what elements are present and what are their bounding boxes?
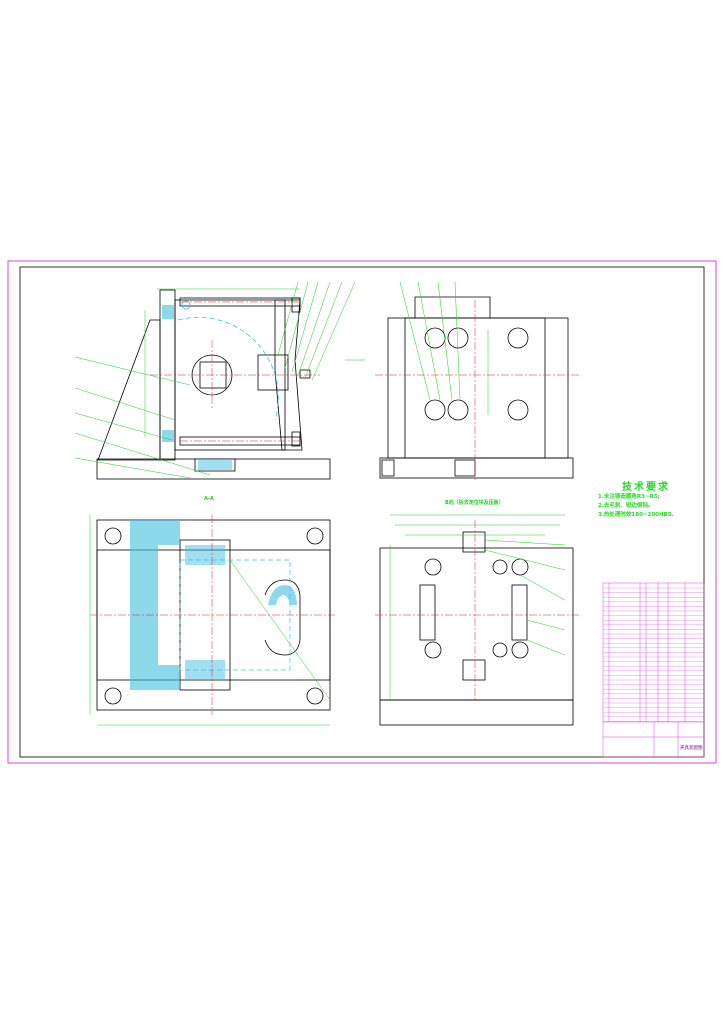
tech-requirement-3: 3.热处理时效180~200HBS. bbox=[598, 512, 674, 518]
side-view bbox=[379, 296, 574, 479]
title-block-title: 夹具装配图 bbox=[680, 744, 703, 751]
tech-requirements: 技术要求 1.未注铸造圆角R3~R5; 2.去毛刺、锐边倒钝。 3.热处理时效1… bbox=[598, 478, 674, 520]
view-b-label: B向（拆去定位块及压板） bbox=[445, 500, 504, 506]
tech-requirements-title: 技术要求 bbox=[622, 482, 670, 493]
sheet-border bbox=[7, 260, 717, 764]
tech-requirement-2: 2.去毛刺、锐边倒钝。 bbox=[598, 503, 654, 509]
tech-requirement-1: 1.未注铸造圆角R3~R5; bbox=[598, 494, 660, 500]
view-b bbox=[379, 531, 574, 726]
parts-list-table bbox=[602, 582, 705, 758]
section-hatch bbox=[130, 520, 180, 690]
section-label-a-a: A-A bbox=[204, 496, 214, 502]
drawing-frame bbox=[19, 266, 705, 758]
